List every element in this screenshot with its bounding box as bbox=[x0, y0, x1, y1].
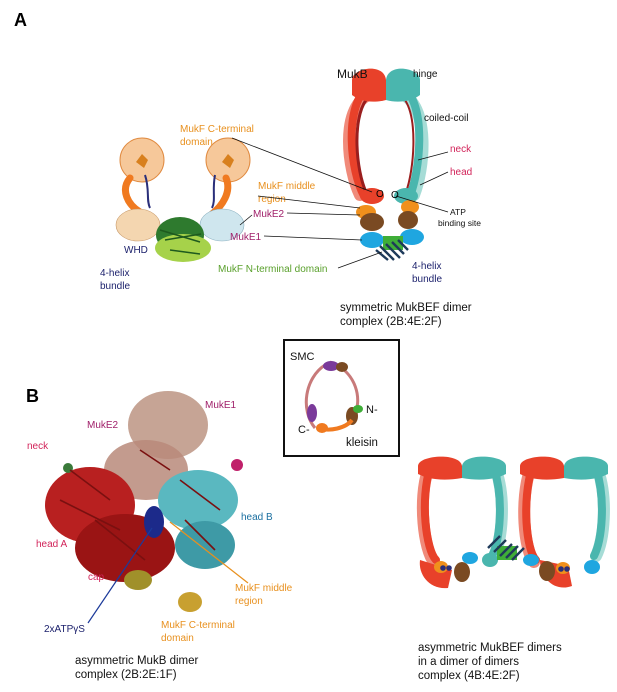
caption-c-2: in a dimer of dimers bbox=[418, 656, 519, 668]
neck-magenta bbox=[231, 459, 243, 471]
left-arm-dark bbox=[355, 99, 368, 193]
hinge-teal bbox=[386, 68, 420, 102]
panel-b-leader-lines bbox=[87, 521, 249, 624]
caption-c-1: asymmetric MukBEF dimers bbox=[418, 642, 562, 654]
caption-a-2: complex (2B:4E:2F) bbox=[340, 316, 442, 328]
c-terminal-ribbon-left bbox=[136, 154, 148, 168]
panel-b-structure bbox=[45, 391, 243, 612]
panel-a-letter: A bbox=[14, 10, 27, 30]
mukf-middle-right bbox=[401, 200, 419, 214]
label-4-helix-right-2: bundle bbox=[412, 274, 442, 285]
hinge-red bbox=[352, 68, 386, 102]
inset-box bbox=[283, 339, 400, 457]
caption-c-3: complex (4B:4E:2F) bbox=[418, 670, 520, 682]
inset-smc: SMC bbox=[290, 351, 315, 363]
head-teal bbox=[394, 188, 418, 204]
b-label-atp: 2xATPγS bbox=[44, 624, 85, 635]
label-whd: WHD bbox=[124, 245, 148, 256]
mukf-navy-right bbox=[211, 174, 216, 209]
muke2-left bbox=[360, 213, 384, 231]
muke-left bbox=[115, 208, 161, 242]
mukf-n-ribbons bbox=[159, 229, 202, 255]
panel-a-leader-lines bbox=[231, 137, 449, 269]
label-mukf-n-terminal: MukF N-terminal domain bbox=[218, 264, 327, 275]
label-4-helix-left-2: bundle bbox=[100, 281, 130, 292]
cap-olive bbox=[124, 570, 152, 590]
label-4-helix-right-1: 4-helix bbox=[412, 261, 441, 272]
mukf-navy-left bbox=[144, 174, 151, 209]
muke2-right bbox=[398, 211, 418, 229]
b-label-neck: neck bbox=[27, 441, 49, 452]
label-atp-1: ATP bbox=[450, 207, 466, 217]
head-b-teal-dark bbox=[175, 521, 235, 569]
label-coiled-coil: coiled-coil bbox=[424, 113, 468, 124]
atp-o-left: O bbox=[376, 189, 384, 200]
head-b-teal bbox=[158, 470, 238, 530]
right-arm-dark bbox=[404, 99, 415, 193]
panel-a-structure bbox=[115, 137, 251, 262]
muke1-left bbox=[360, 232, 384, 248]
label-mukf-middle-1: MukF middle bbox=[258, 181, 316, 192]
atp-blue bbox=[144, 506, 164, 538]
label-muke2: MukE2 bbox=[253, 209, 285, 220]
b-label-cap: cap bbox=[88, 572, 105, 583]
caption-a-1: symmetric MukBEF dimer bbox=[340, 302, 472, 314]
b-label-head-a: head A bbox=[36, 539, 67, 550]
c-terminal-ribbon-right bbox=[222, 154, 234, 168]
inset-ring bbox=[304, 360, 363, 433]
label-mukf-c-terminal-2: domain bbox=[180, 137, 213, 148]
label-mukf-c-terminal-1: MukF C-terminal bbox=[180, 124, 254, 135]
mukf-n-light-green bbox=[155, 234, 211, 262]
panel-a-schematic: O O bbox=[343, 68, 429, 261]
b-label-head-b: head B bbox=[241, 512, 273, 523]
muke-right bbox=[199, 208, 245, 242]
b-label-cterm-1: MukF C-terminal bbox=[161, 620, 235, 631]
label-atp-2: binding site bbox=[438, 218, 481, 228]
panel-c-schematic bbox=[416, 456, 610, 589]
label-4-helix-left-1: 4-helix bbox=[100, 268, 129, 279]
label-mukf-middle-2: region bbox=[258, 194, 286, 205]
head-red bbox=[360, 188, 384, 204]
caption-b-1: asymmetric MukB dimer bbox=[75, 655, 198, 667]
muke1-right bbox=[400, 229, 424, 245]
b-label-middle-2: region bbox=[235, 596, 263, 607]
b-label-muke1: MukE1 bbox=[205, 400, 237, 411]
four-helix-bundle-right bbox=[375, 239, 409, 261]
label-neck: neck bbox=[450, 144, 472, 155]
inset-n: N- bbox=[366, 404, 378, 416]
c-terminal-gold bbox=[178, 592, 202, 612]
label-hinge: hinge bbox=[413, 69, 438, 80]
atp-o-right: O bbox=[391, 190, 399, 201]
b-label-cterm-2: domain bbox=[161, 633, 194, 644]
panel-b-letter: B bbox=[26, 386, 39, 406]
caption-b-2: complex (2B:2E:1F) bbox=[75, 669, 177, 681]
b-label-muke2: MukE2 bbox=[87, 420, 119, 431]
inset-c: C- bbox=[298, 424, 310, 436]
label-head: head bbox=[450, 167, 472, 178]
label-mukb: MukB bbox=[337, 67, 368, 81]
b-label-middle-1: MukF middle bbox=[235, 583, 293, 594]
ribbons bbox=[59, 449, 221, 561]
mukf-orange-left bbox=[122, 174, 144, 216]
inset-kleisin: kleisin bbox=[346, 437, 378, 449]
label-muke1: MukE1 bbox=[230, 232, 262, 243]
